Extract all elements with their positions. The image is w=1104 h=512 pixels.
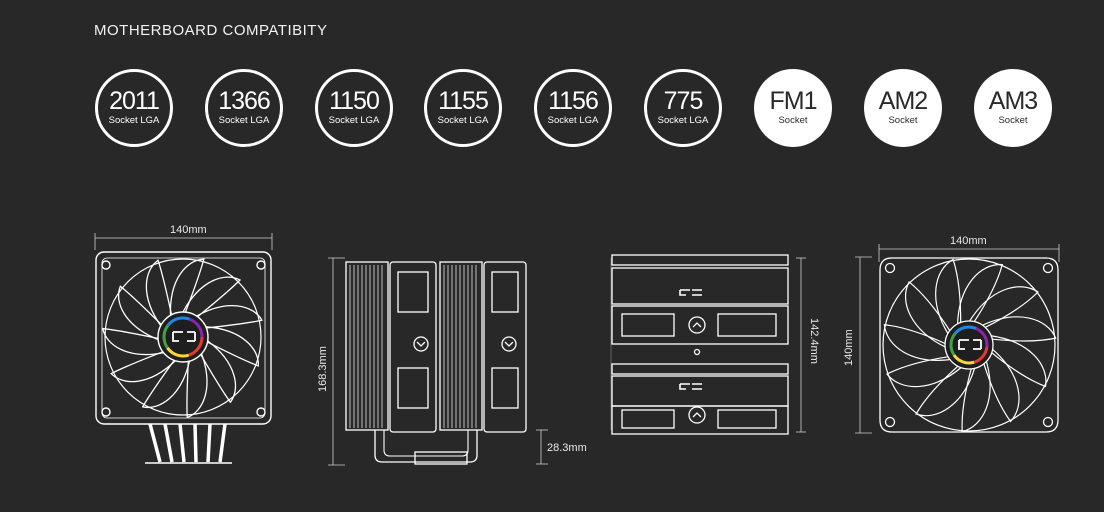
fan-view-drawing	[855, 244, 1060, 434]
top-depth-label: 142.4mm	[808, 318, 820, 364]
side-view-drawing	[328, 257, 548, 466]
socket-badge: FM1 Socket	[754, 69, 832, 147]
socket-badge: 2011 Socket LGA	[95, 69, 173, 147]
socket-badge: 1150 Socket LGA	[315, 69, 393, 147]
socket-badge: AM2 Socket	[864, 69, 942, 147]
fan-height-label: 140mm	[843, 329, 855, 366]
socket-type: Socket	[778, 115, 808, 126]
socket-badge: AM3 Socket	[974, 69, 1052, 147]
socket-list: 2011 Socket LGA 1366 Socket LGA 1150 Soc…	[0, 0, 1104, 160]
socket-type: Socket LGA	[437, 115, 489, 126]
socket-number: 1155	[438, 87, 489, 115]
socket-type: Socket LGA	[547, 115, 599, 126]
socket-number: 1366	[218, 87, 271, 115]
fan-width-label: 140mm	[950, 235, 987, 247]
socket-badge: 775 Socket LGA	[644, 69, 722, 147]
fan-icon	[883, 258, 1057, 433]
socket-badge: 1155 Socket LGA	[424, 69, 502, 147]
socket-type: Socket	[888, 115, 918, 126]
socket-badge: 1366 Socket LGA	[205, 69, 283, 147]
socket-number: AM3	[988, 87, 1038, 115]
socket-type: Socket	[998, 115, 1028, 126]
socket-type: Socket LGA	[218, 115, 270, 126]
front-width-label: 140mm	[170, 224, 207, 236]
socket-number: FM1	[769, 87, 818, 115]
socket-badge: 1156 Socket LGA	[534, 69, 612, 147]
section-title: MOTHERBOARD COMPATIBITY	[94, 22, 328, 39]
clearance-label: 28.3mm	[547, 442, 587, 454]
socket-type: Socket LGA	[657, 115, 709, 126]
socket-number: 1156	[548, 87, 599, 115]
cryorig-logo-icon	[172, 331, 196, 342]
socket-type: Socket LGA	[108, 115, 160, 126]
socket-number: 775	[663, 87, 704, 115]
top-view-drawing	[610, 254, 806, 435]
socket-number: 1150	[329, 87, 380, 115]
socket-number: AM2	[878, 87, 928, 115]
front-view-drawing	[94, 233, 273, 464]
socket-type: Socket LGA	[328, 115, 380, 126]
socket-number: 2011	[109, 87, 160, 115]
side-height-label: 168.3mm	[317, 346, 329, 392]
